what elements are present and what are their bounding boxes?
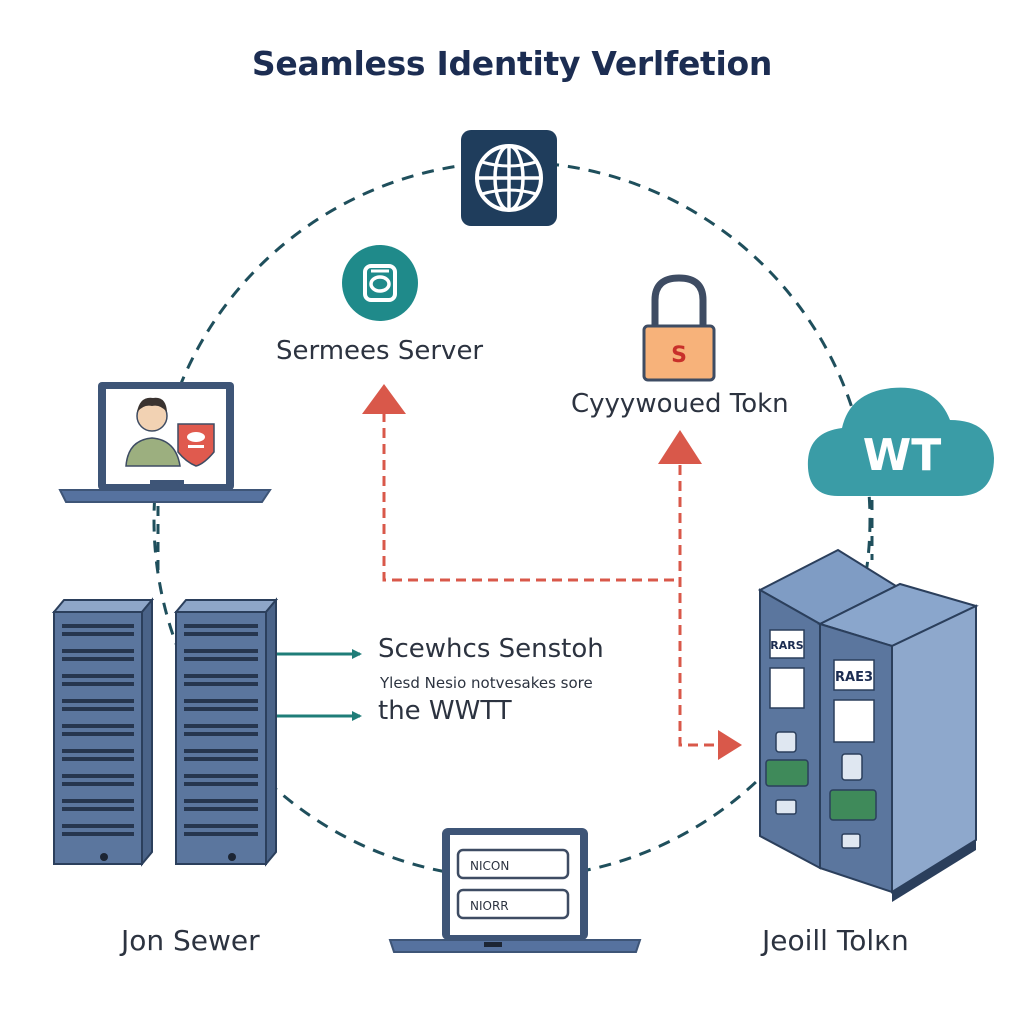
drive-bay-slot	[184, 632, 258, 636]
drive-bay-slot	[62, 624, 134, 628]
server-rack-icon[interactable]	[173, 597, 279, 867]
rack-tag-2: RAE3	[835, 670, 873, 685]
drive-bay-slot	[184, 757, 258, 761]
page-title: Seamless Identity Verlfetion	[251, 44, 773, 83]
drive-bay-slot	[62, 674, 134, 678]
drive-bay-slot	[62, 832, 134, 836]
drive-bay-slot	[184, 782, 258, 786]
lock-symbol: S	[671, 343, 687, 368]
drive-bay-slot	[184, 724, 258, 728]
scheme-note-label: Ylesd Nesio notvesakes sore	[380, 674, 593, 692]
drive-bay-slot	[184, 832, 258, 836]
right-server-label: Jeoill Tolкn	[762, 924, 909, 957]
form-field-2: NIORR	[470, 899, 509, 913]
drive-bay-slot	[62, 632, 134, 636]
cloud-label: WT	[863, 430, 942, 481]
drive-bay-slot	[62, 757, 134, 761]
left-server-label: Jon Sewer	[121, 924, 260, 957]
drive-bay-slot	[184, 824, 258, 828]
drive-bay-slot	[62, 799, 134, 803]
form-field-1: NICON	[470, 859, 509, 873]
drive-bay-slot	[184, 774, 258, 778]
flow-lines	[382, 412, 720, 747]
drive-bay-slot	[184, 732, 258, 736]
drive-bay-slot	[62, 732, 134, 736]
globe-icon[interactable]	[461, 130, 557, 226]
drive-bay-slot	[184, 699, 258, 703]
drive-bay-slot	[184, 674, 258, 678]
laptop-user-icon[interactable]	[58, 382, 272, 503]
drive-bay-slot	[62, 649, 134, 653]
scheme-session-label: Scewhcs Senstoh	[378, 634, 604, 664]
drive-bay-slot	[62, 724, 134, 728]
security-server-label: Sermees Server	[276, 336, 484, 366]
drive-bay-slot	[184, 624, 258, 628]
drive-bay-slot	[62, 824, 134, 828]
drive-bay-slot	[184, 799, 258, 803]
server-rack-icon[interactable]	[51, 597, 155, 867]
drive-bay-slot	[62, 782, 134, 786]
drive-bay-slot	[62, 657, 134, 661]
arrow-right-server	[718, 730, 742, 760]
drive-bay-slot	[184, 657, 258, 661]
drive-bay-slot	[184, 649, 258, 653]
drive-bay-slot	[62, 774, 134, 778]
drive-bay-slot	[62, 699, 134, 703]
scheme-wtt-label: the WWTT	[378, 696, 512, 726]
arrow-up-left	[362, 384, 406, 414]
arrow-up-right	[658, 430, 702, 464]
crypto-token-label: Cyyywoued Tokn	[571, 389, 789, 419]
drive-bay-slot	[62, 807, 134, 811]
server-rack-icon[interactable]	[757, 548, 979, 902]
shield-icon[interactable]	[342, 245, 418, 321]
drive-bay-slot	[184, 707, 258, 711]
laptop-form-icon[interactable]	[388, 828, 642, 953]
padlock-icon[interactable]	[642, 274, 716, 382]
cloud-icon[interactable]	[807, 387, 994, 496]
drive-bay-slot	[62, 707, 134, 711]
drive-bay-slot	[62, 749, 134, 753]
drive-bay-slot	[184, 807, 258, 811]
rack-tag-1: RARS	[770, 639, 803, 652]
drive-bay-slot	[184, 682, 258, 686]
drive-bay-slot	[62, 682, 134, 686]
drive-bay-slot	[184, 749, 258, 753]
